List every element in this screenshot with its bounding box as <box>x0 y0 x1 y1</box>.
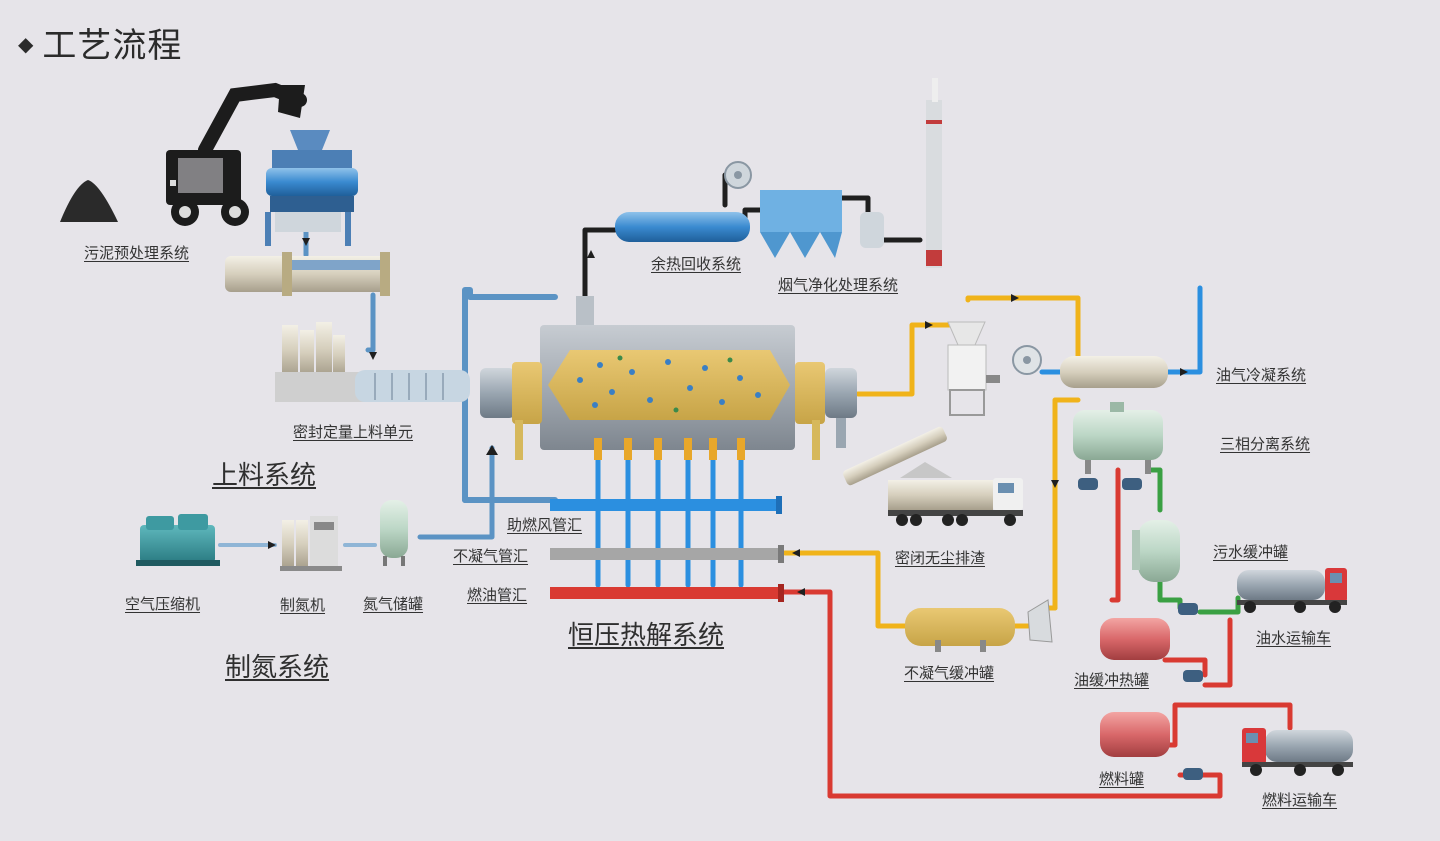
blower-fan-icon <box>724 161 752 189</box>
label-sludge-pretreat: 污泥预处理系统 <box>84 244 190 262</box>
fuel-manifold-pipe <box>550 584 784 602</box>
skid-loader-icon <box>166 82 307 226</box>
label-air-manifold: 助燃风管汇 <box>507 516 583 534</box>
page-title-text: 工艺流程 <box>42 26 183 66</box>
label-fuel-manifold: 燃油管汇 <box>467 586 528 604</box>
label-waste-heat: 余热回收系统 <box>651 255 742 273</box>
screw-conveyor-icon <box>225 252 390 296</box>
label-n2-tank: 氮气储罐 <box>363 595 424 613</box>
label-fuel-truck: 燃料运输车 <box>1262 791 1338 809</box>
wastewater-buffer-tank-icon <box>1132 520 1180 582</box>
label-oil-buffer-heat: 油缓冲热罐 <box>1074 671 1150 689</box>
sealed-feeder-unit-icon <box>275 322 470 402</box>
air-manifold-pipe <box>550 496 782 514</box>
pyrolysis-reactor-icon <box>480 296 857 460</box>
waste-heat-recovery-icon <box>615 212 750 242</box>
induced-fan-icon <box>860 212 884 248</box>
label-feeding-system: 上料系统 <box>212 461 317 491</box>
fuel-truck-icon <box>1242 728 1353 776</box>
label-n2-generator: 制氮机 <box>280 596 326 614</box>
oil-gas-condenser-icon <box>1060 356 1168 388</box>
label-sealed-feeder: 密封定量上料单元 <box>293 423 414 441</box>
oil-buffer-heat-tank-icon <box>1100 618 1170 660</box>
label-fuel-tank: 燃料罐 <box>1099 770 1145 788</box>
chimney-icon <box>926 78 942 268</box>
label-air-compressor: 空气压缩机 <box>125 595 201 613</box>
label-oil-water-truck: 油水运输车 <box>1256 629 1332 647</box>
label-sealed-discharge: 密闭无尘排渣 <box>895 549 986 567</box>
dump-truck-icon <box>888 462 1023 526</box>
nitrogen-generator-icon <box>280 516 342 571</box>
crusher-machine-icon <box>265 130 358 246</box>
nitrogen-tank-icon <box>380 500 408 566</box>
label-nitrogen-system: 制氮系统 <box>225 653 330 683</box>
burners-icon <box>594 438 745 460</box>
ncg-buffer-tank-icon <box>905 599 1053 652</box>
condenser-fan-icon <box>1012 345 1042 375</box>
page-title: ◆ 工艺流程 <box>18 18 182 67</box>
label-pyrolysis-system: 恒压热解系统 <box>568 621 725 651</box>
cyclone-separator-icon <box>947 321 1000 416</box>
label-ncg-manifold: 不凝气管汇 <box>453 547 529 565</box>
bag-filter-icon <box>760 190 842 258</box>
label-ncg-buffer: 不凝气缓冲罐 <box>904 664 995 682</box>
label-three-phase: 三相分离系统 <box>1220 435 1311 453</box>
ncg-manifold-pipe <box>550 545 784 563</box>
fuel-tank-icon <box>1100 712 1170 757</box>
three-phase-separator-icon <box>1073 402 1163 474</box>
flow-arrows <box>268 238 1188 596</box>
sludge-pile-icon <box>60 180 118 222</box>
pumps-icon <box>1078 478 1203 780</box>
label-oil-gas-condense: 油气冷凝系统 <box>1216 366 1307 384</box>
air-compressor-icon <box>136 514 220 566</box>
bullet-icon: ◆ <box>18 32 35 56</box>
slag-conveyor-icon <box>843 426 947 486</box>
label-wastewater-buffer: 污水缓冲罐 <box>1213 543 1289 561</box>
label-flue-gas: 烟气净化处理系统 <box>778 276 899 294</box>
oil-water-truck-icon <box>1237 568 1347 613</box>
